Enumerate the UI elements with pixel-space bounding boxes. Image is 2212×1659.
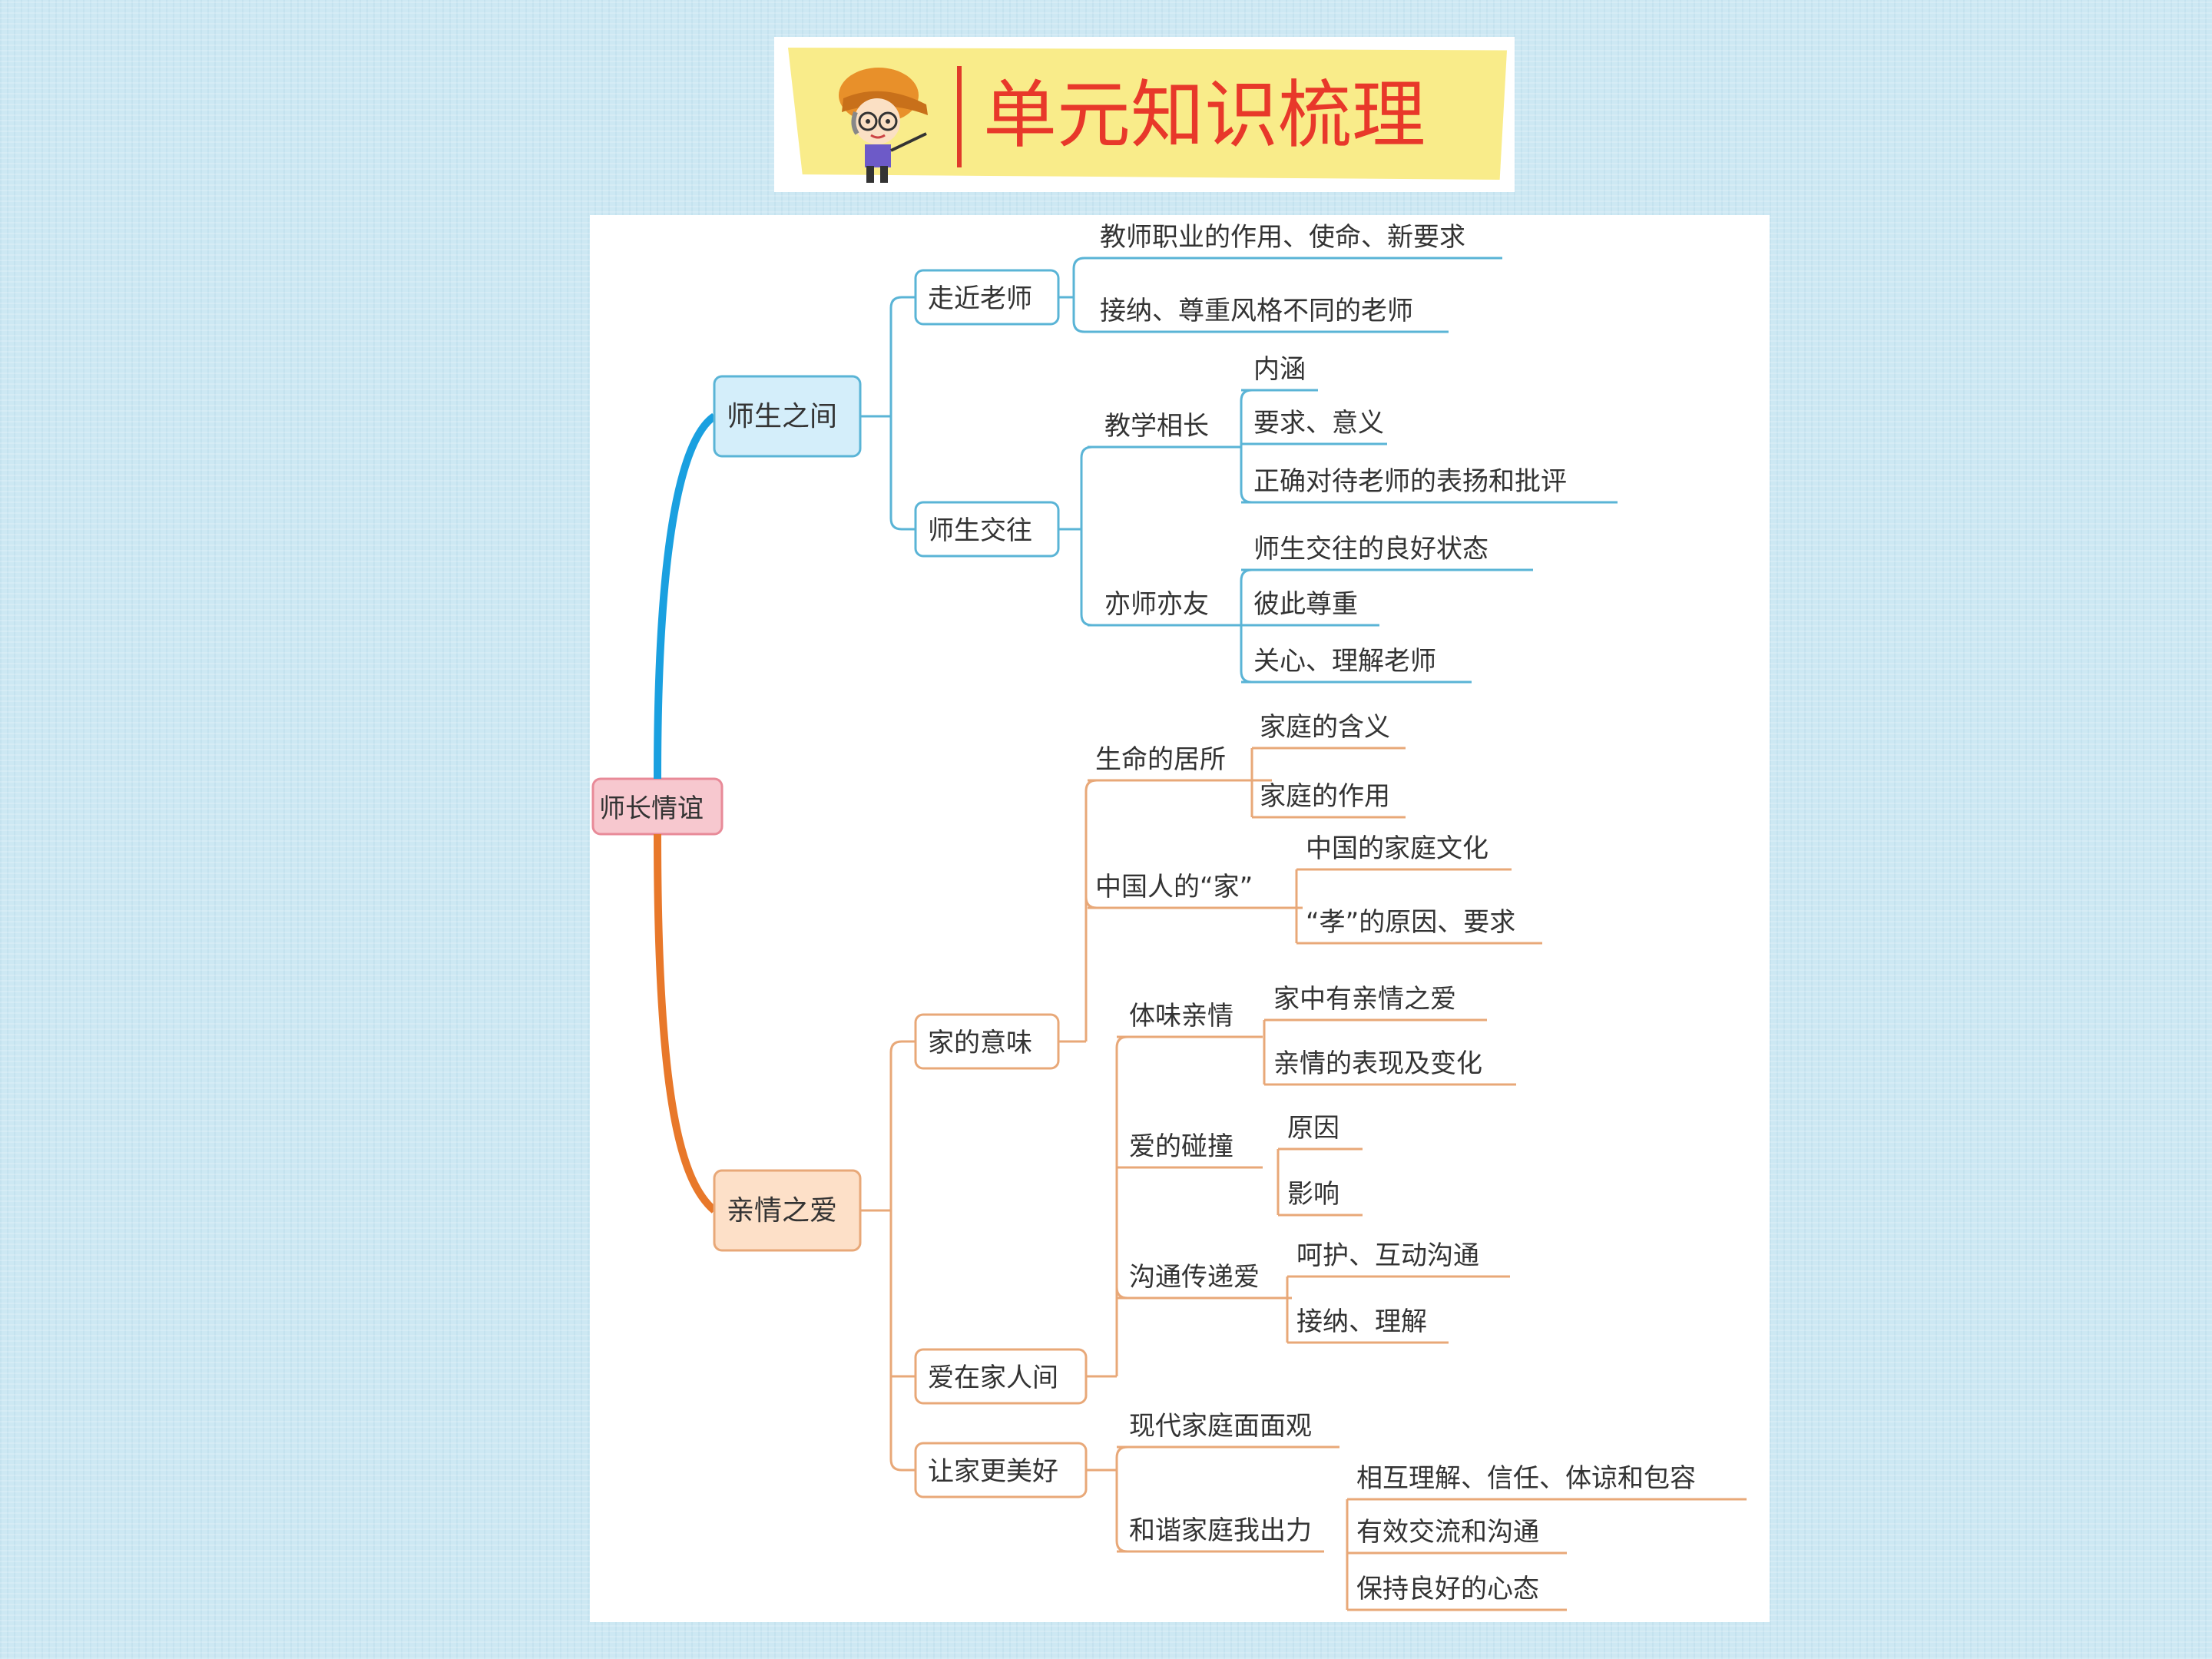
group-label: 爱的碰撞: [1129, 1131, 1233, 1162]
leaf-label: 相互理解、信任、体谅和包容: [1356, 1463, 1696, 1494]
group-label: 亦师亦友: [1104, 589, 1209, 620]
leaf-label: 保持良好的心态: [1356, 1574, 1539, 1604]
root-node-label: 师长情谊: [599, 793, 704, 824]
leaf-label: 关心、理解老师: [1253, 646, 1436, 677]
connector-line: [1072, 297, 1088, 333]
connector-line: [1115, 1286, 1128, 1376]
connector-line: [654, 833, 717, 1214]
leaf-label: 接纳、理解: [1296, 1306, 1427, 1337]
connector-line: [860, 415, 916, 531]
connector-line: [1058, 257, 1088, 299]
connector-line: [860, 296, 916, 418]
leaf-label: 教师职业的作用、使命、新要求: [1100, 222, 1465, 253]
leaf-label: 家庭的含义: [1260, 712, 1390, 743]
group-label: 体味亲情: [1129, 1001, 1233, 1031]
node-label: 家的意味: [928, 1028, 1032, 1058]
node-label: 爱在家人间: [928, 1363, 1058, 1393]
group-label: 现代家庭面面观: [1129, 1411, 1312, 1442]
banner-divider: [957, 66, 962, 167]
connector-line: [1080, 529, 1097, 627]
connector-line: [1240, 389, 1253, 447]
leaf-label: 亲情的表现及变化: [1273, 1048, 1482, 1079]
leaf-label: 内涵: [1253, 354, 1306, 385]
leaf-label: 彼此尊重: [1253, 589, 1358, 620]
connector-line: [654, 412, 717, 780]
connector-line: [1058, 445, 1097, 531]
connector-line: [889, 1210, 916, 1378]
connector-line: [1115, 1445, 1128, 1470]
connector-line: [1240, 447, 1253, 504]
leaf-label: 正确对待老师的表扬和批评: [1253, 466, 1567, 497]
page-title: 单元知识梳理: [983, 72, 1426, 158]
group-label: 生命的居所: [1095, 744, 1226, 775]
leaf-label: 师生交往的良好状态: [1253, 534, 1488, 565]
connector-line: [1115, 1470, 1128, 1553]
group-label: 和谐家庭我出力: [1129, 1515, 1312, 1546]
node-label: 让家更美好: [928, 1456, 1058, 1487]
connector-line: [1240, 568, 1253, 625]
group-label: 沟通传递爱: [1129, 1262, 1260, 1293]
leaf-label: 要求、意义: [1253, 408, 1384, 439]
title-banner: 单元知识梳理: [774, 37, 1515, 192]
node-label: 走近老师: [928, 283, 1032, 314]
node-label: 师生交往: [928, 515, 1032, 546]
leaf-label: “孝”的原因、要求: [1306, 907, 1515, 938]
leaf-label: 家庭的作用: [1260, 781, 1390, 812]
group-label: 教学相长: [1104, 411, 1209, 442]
teacher-mascot-icon: [839, 68, 928, 183]
mindmap-panel: 师长情谊 师生之间 走近老师师生交往 教师职业的作用、使命、新要求接纳、尊重风格不同的…: [590, 215, 1770, 1622]
connector-line: [1240, 625, 1253, 684]
leaf-label: 家中有亲情之爱: [1273, 984, 1456, 1015]
branch-label: 亲情之爱: [727, 1195, 837, 1227]
branch-label: 师生之间: [727, 401, 837, 432]
leaf-label: 中国的家庭文化: [1306, 833, 1488, 864]
connector-line: [889, 1040, 916, 1210]
connector-line: [889, 1376, 916, 1472]
leaf-label: 原因: [1287, 1113, 1339, 1144]
connector-line: [1084, 896, 1098, 1041]
leaf-label: 呵护、互动沟通: [1296, 1240, 1479, 1271]
connector-line: [1115, 1035, 1128, 1376]
group-label: 中国人的“家”: [1095, 872, 1253, 902]
connector-line: [1084, 779, 1098, 1041]
leaf-label: 影响: [1287, 1179, 1339, 1210]
leaf-label: 接纳、尊重风格不同的老师: [1100, 296, 1413, 326]
leaf-label: 有效交流和沟通: [1356, 1517, 1539, 1548]
